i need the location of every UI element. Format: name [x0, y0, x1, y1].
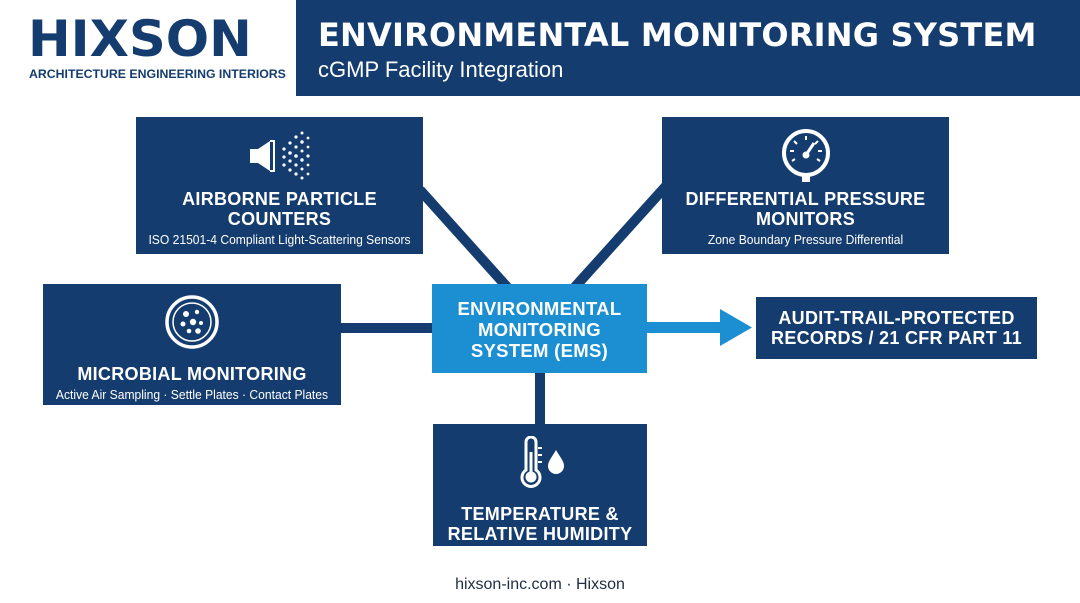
node-audit-trail-records: AUDIT-TRAIL-PROTECTED RECORDS / 21 CFR P… — [756, 297, 1037, 359]
node-ems-center: ENVIRONMENTAL MONITORING SYSTEM (EMS) — [432, 284, 647, 373]
node-temperature-humidity: TEMPERATURE & RELATIVE HUMIDITY — [433, 424, 647, 546]
connector-airborne — [416, 186, 512, 292]
arrow-to-audit — [646, 309, 752, 346]
pressure-title-line2: MONITORS — [755, 209, 856, 229]
temperature-title-line1: TEMPERATURE & — [461, 504, 619, 524]
ems-line3: SYSTEM (EMS) — [470, 340, 609, 361]
petri-dish-icon — [165, 295, 219, 349]
thermometer-droplet-icon — [520, 436, 564, 488]
page-title: ENVIRONMENTAL MONITORING SYSTEM — [318, 16, 1037, 54]
airborne-subtitle: ISO 21501-4 Compliant Light-Scattering S… — [148, 232, 411, 247]
logo-tagline: ARCHITECTURE ENGINEERING INTERIORS — [29, 67, 286, 81]
ems-line2: MONITORING — [478, 319, 601, 340]
logo: HIXSON ARCHITECTURE ENGINEERING INTERIOR… — [0, 0, 296, 96]
footer-text: hixson-inc.com · Hixson — [455, 576, 625, 593]
connector-pressure — [570, 182, 670, 292]
header-bar: ENVIRONMENTAL MONITORING SYSTEM cGMP Fac… — [296, 0, 1080, 96]
audit-title-line2: RECORDS / 21 CFR PART 11 — [771, 328, 1022, 348]
temperature-title-line2: RELATIVE HUMIDITY — [447, 524, 633, 544]
node-microbial-monitoring: MICROBIAL MONITORING Active Air Sampling… — [43, 284, 341, 405]
page-subtitle: cGMP Facility Integration — [318, 57, 564, 82]
airborne-title-line2: COUNTERS — [227, 209, 332, 229]
ems-line1: ENVIRONMENTAL — [457, 298, 622, 319]
microbial-title: MICROBIAL MONITORING — [77, 364, 307, 384]
particle-counter-icon — [249, 131, 310, 180]
node-airborne-particle-counters: AIRBORNE PARTICLE COUNTERS ISO 21501-4 C… — [136, 117, 423, 254]
pressure-subtitle: Zone Boundary Pressure Differential — [707, 232, 904, 247]
node-differential-pressure-monitors: DIFFERENTIAL PRESSURE MONITORS Zone Boun… — [662, 117, 949, 254]
audit-title-line1: AUDIT-TRAIL-PROTECTED — [778, 308, 1015, 328]
microbial-subtitle: Active Air Sampling · Settle Plates · Co… — [55, 387, 329, 402]
pressure-gauge-icon — [781, 129, 830, 182]
pressure-title-line1: DIFFERENTIAL PRESSURE — [685, 189, 926, 209]
airborne-title-line1: AIRBORNE PARTICLE — [182, 189, 377, 209]
logo-wordmark: HIXSON — [28, 10, 252, 68]
